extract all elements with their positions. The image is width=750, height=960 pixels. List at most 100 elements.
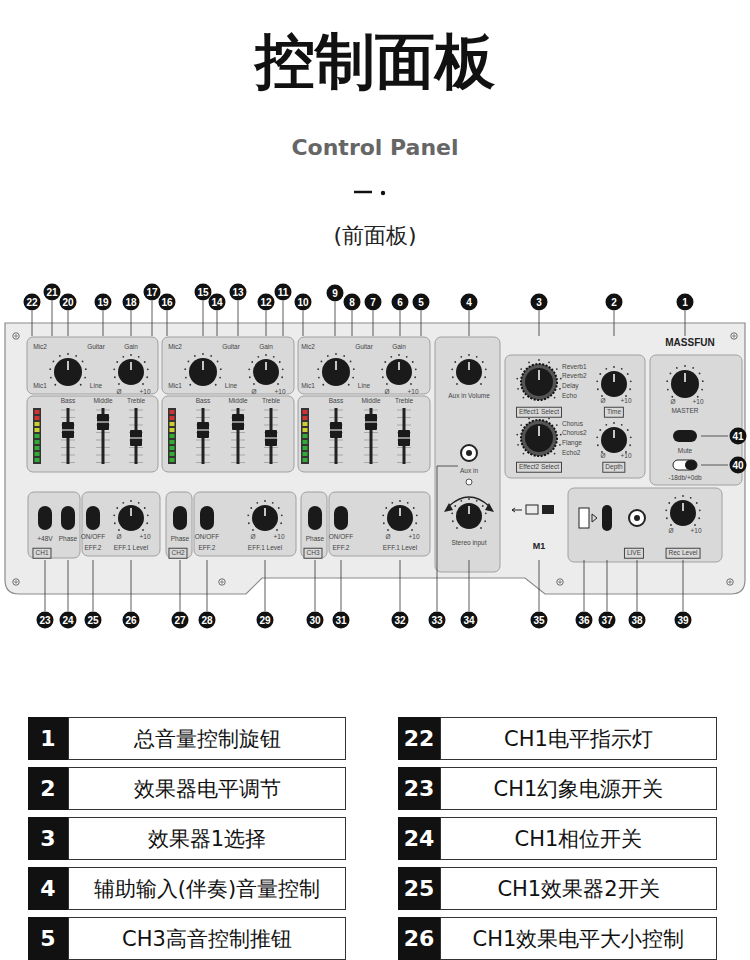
panel-marking: Gain [259, 344, 273, 351]
panel-marking: Stereo input [451, 540, 486, 547]
rotary-knob [248, 354, 283, 385]
screw-head [219, 579, 225, 585]
panel-marking: Mic2 [301, 344, 315, 351]
cell-text: 5 [40, 926, 55, 951]
panel-marking: Gain [392, 344, 406, 351]
knob-scale-dot [559, 444, 561, 446]
fader-cap [398, 430, 410, 446]
callout-number: 23 [37, 612, 54, 629]
number-cell: 25 [398, 867, 440, 910]
knob-scale-dot [272, 502, 274, 504]
callout-number: 27 [172, 612, 189, 629]
knob-scale-dot [627, 373, 629, 375]
screw-head [13, 333, 19, 339]
control-section [166, 492, 192, 558]
knob-scale-dot [59, 355, 61, 357]
panel-marking: Line [225, 383, 237, 390]
leader-line [701, 436, 728, 437]
knob-scale-dot [554, 397, 556, 399]
knob-scale-dot [406, 356, 408, 358]
leader-line [637, 560, 638, 611]
rotary-knob [451, 354, 486, 385]
knob-scale-dot [520, 424, 522, 426]
panel-marking: Bass [196, 398, 210, 405]
panel-marking: EFF.1 Level [383, 545, 417, 552]
panel-marking: Phase [171, 536, 189, 543]
knob-scale-dot [281, 376, 283, 378]
leader-line [32, 311, 33, 336]
description-cell: CH1效果电平大小控制 [440, 917, 717, 960]
rotary-knob [596, 422, 631, 453]
knob-scale-dot [630, 436, 632, 438]
leader-line [539, 560, 540, 611]
knob-scale-dot [184, 368, 186, 370]
fader-mark [197, 430, 209, 431]
callout-number: 41 [730, 428, 747, 445]
knob-body [118, 505, 144, 531]
leader-line [341, 560, 342, 611]
callout-number: 9 [327, 285, 344, 302]
knob-scale-dot [516, 434, 518, 436]
leader-line [469, 311, 470, 336]
knob-scale-dot [701, 389, 703, 391]
control-section [435, 337, 500, 572]
knob-scale-dot [629, 444, 631, 446]
knob-scale-dot [596, 436, 598, 438]
leader-line [52, 301, 53, 336]
knob-body [670, 500, 696, 526]
slider-fader [96, 408, 110, 464]
screw-slot [728, 580, 732, 584]
knob-scale-dot [671, 396, 673, 398]
cell-text: 24 [404, 826, 435, 851]
knob-body [252, 505, 278, 531]
leader-line [400, 560, 401, 611]
knob-scale-dot [454, 505, 456, 507]
knob-scale-dot [452, 376, 454, 378]
leader-line [614, 311, 615, 336]
knob-scale-dot [144, 361, 146, 363]
knob-scale-dot [385, 507, 387, 509]
knob-scale-dot [476, 356, 478, 358]
knob-scale-dot [452, 520, 454, 522]
knob-scale-dot [250, 507, 252, 509]
meter-led [170, 434, 175, 438]
panel-marking: Delay [562, 383, 579, 390]
leader-line [266, 311, 267, 336]
panel-marking: Echo2 [562, 450, 580, 457]
knob-body [525, 424, 553, 452]
knob-scale-dot [147, 514, 149, 516]
knob-scale-dot [318, 377, 320, 379]
knob-scale-dot [412, 361, 414, 363]
callout-number: 4 [461, 294, 478, 311]
callout-number: 7 [365, 294, 382, 311]
panel-marking: Line [358, 383, 370, 390]
panel-marking: Ø [250, 534, 255, 541]
knob-scale-dot [538, 359, 540, 361]
push-button [61, 506, 75, 530]
cell-text: 22 [404, 726, 435, 751]
screw [13, 333, 19, 339]
control-section [301, 492, 327, 558]
knob-scale-dot [451, 368, 453, 370]
description-cell: 效果器电平调节 [68, 767, 346, 810]
knob-scale-dot [520, 368, 522, 370]
knob-body [671, 370, 699, 398]
knob-ring [521, 420, 557, 456]
knob-scale-dot [82, 361, 84, 363]
callout-number: 13 [230, 284, 247, 301]
knob-scale-dot [694, 524, 696, 526]
push-button [200, 506, 214, 530]
m1-icon [526, 505, 538, 514]
push-button [308, 506, 322, 530]
number-cell: 5 [28, 917, 68, 960]
knob-scale-dot [220, 368, 222, 370]
knob-scale-dot [350, 361, 352, 363]
callout-number: 6 [392, 294, 409, 311]
knob-scale-dot [50, 377, 52, 379]
control-section [28, 492, 80, 558]
panel-marking: Effect2 Select [516, 462, 562, 473]
jack-hole [634, 515, 640, 521]
leader-line [421, 311, 422, 336]
knob-scale-dot [523, 453, 525, 455]
cell-text: CH1效果电平大小控制 [473, 925, 685, 953]
